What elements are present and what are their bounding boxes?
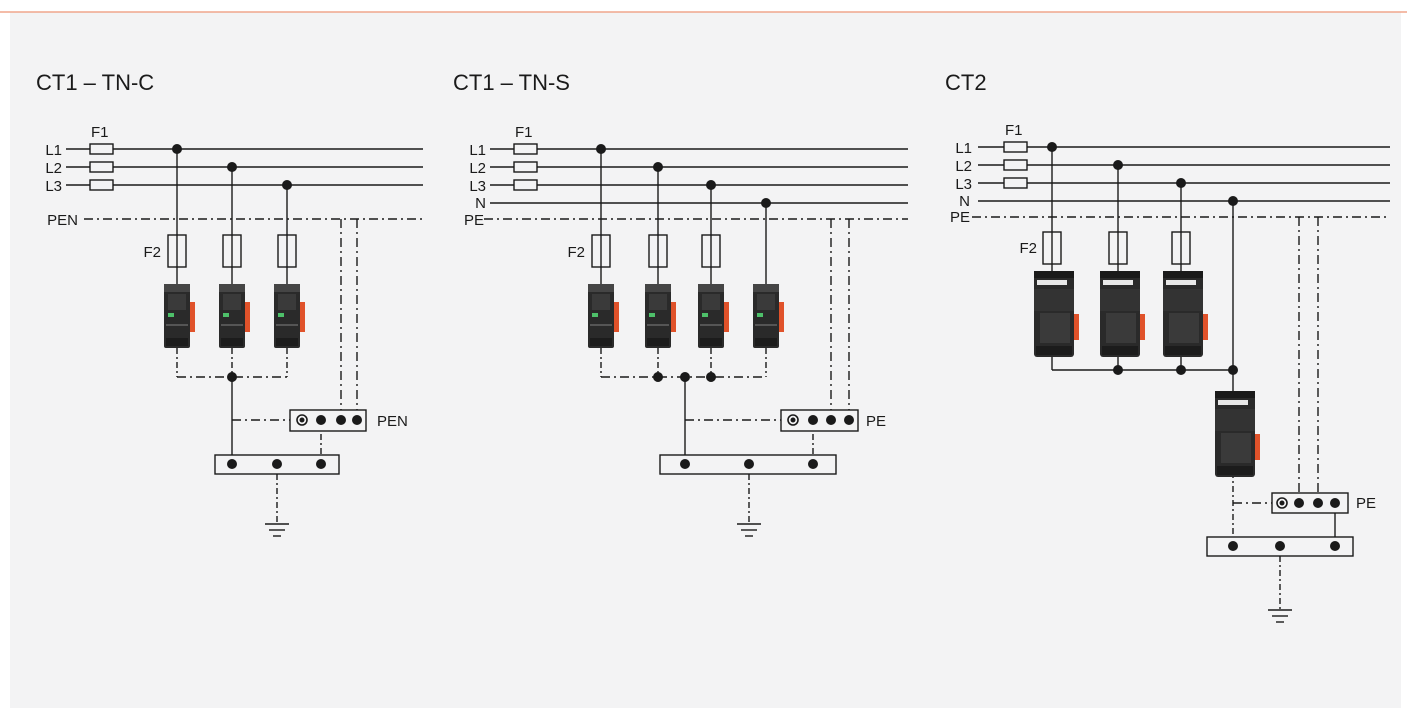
line-label: N <box>475 195 486 212</box>
line-label: L2 <box>469 160 486 177</box>
spd-device <box>1163 271 1208 357</box>
fuse-label: F2 <box>143 244 161 261</box>
line-label: PE <box>950 209 970 226</box>
junction-dots <box>172 142 1238 382</box>
line-label: L3 <box>45 178 62 195</box>
diagram-title: CT2 <box>945 70 987 95</box>
line-label: N <box>959 193 970 210</box>
fuse-label: F1 <box>515 124 533 141</box>
spd-device <box>1100 271 1145 357</box>
diagram-tn-c <box>66 143 423 537</box>
spd-device <box>1215 391 1260 477</box>
diagram-title: CT1 – TN-S <box>453 70 570 95</box>
spd-device <box>1034 271 1079 357</box>
line-label: PEN <box>47 212 78 229</box>
fuse-label: F2 <box>567 244 585 261</box>
fuse-label: F1 <box>1005 122 1023 139</box>
line-label: L2 <box>45 160 62 177</box>
diagram-title: CT1 – TN-C <box>36 70 154 95</box>
line-label: L1 <box>955 140 972 157</box>
line-label: L1 <box>45 142 62 159</box>
bar-label: PEN <box>377 413 408 430</box>
fuse-label: F1 <box>91 124 109 141</box>
bar-label: PE <box>866 413 886 430</box>
line-label: L2 <box>955 158 972 175</box>
line-label: L1 <box>469 142 486 159</box>
line-label: PE <box>464 212 484 229</box>
fuse-label: F2 <box>1019 240 1037 257</box>
bar-label: PE <box>1356 495 1376 512</box>
panel-background <box>10 12 1401 708</box>
line-label: L3 <box>955 176 972 193</box>
line-label: L3 <box>469 178 486 195</box>
terminal-dots <box>227 414 1340 551</box>
